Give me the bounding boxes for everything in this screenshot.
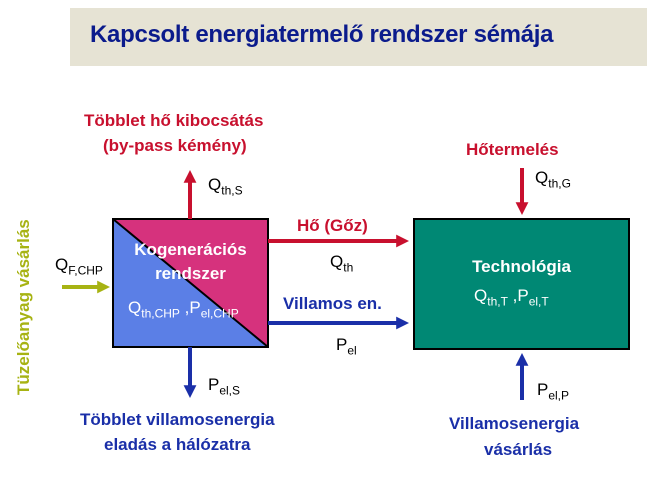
technology-symbols: Qth,T ,Pel,T [474, 286, 549, 309]
chp-title-line1: Kogenerációs [134, 240, 247, 259]
chp-title-line2: rendszer [155, 264, 226, 283]
heat-flow-symbol: Qth [330, 252, 354, 275]
heat-generation-label: Hőtermelés [466, 140, 559, 159]
chp-box-diagonal [112, 218, 269, 348]
technology-box [413, 218, 630, 350]
fuel-purchase-label: Tüzelőanyag vásárlás [14, 219, 33, 395]
electric-purchase-title: Villamosenergia [449, 414, 580, 433]
heat-surplus-title: Többlet hő kibocsátás [84, 111, 264, 130]
chp-symbols: Qth,CHP ,Pel,CHP [128, 298, 239, 321]
electric-surplus-title: Többlet villamosenergia [80, 410, 275, 429]
electric-purchase-subtitle: vásárlás [484, 440, 553, 459]
title-band [70, 8, 647, 66]
diagram-title: Kapcsolt energiatermelő rendszer sémája [90, 21, 554, 48]
electric-surplus-symbol: Pel,S [208, 375, 241, 398]
electric-flow-label: Villamos en. [283, 294, 382, 313]
electric-surplus-subtitle: eladás a hálózatra [104, 435, 251, 454]
heat-surplus-symbol: Qth,S [208, 175, 243, 198]
fuel-input-symbol: QF,CHP [55, 255, 103, 278]
electric-purchase-symbol: Pel,P [537, 380, 570, 403]
heat-surplus-subtitle: (by-pass kémény) [103, 136, 247, 155]
heat-flow-label: Hő (Gőz) [297, 216, 368, 235]
heat-generation-symbol: Qth,G [535, 168, 571, 191]
technology-title: Technológia [472, 257, 571, 276]
electric-flow-symbol: Pel [336, 335, 357, 358]
